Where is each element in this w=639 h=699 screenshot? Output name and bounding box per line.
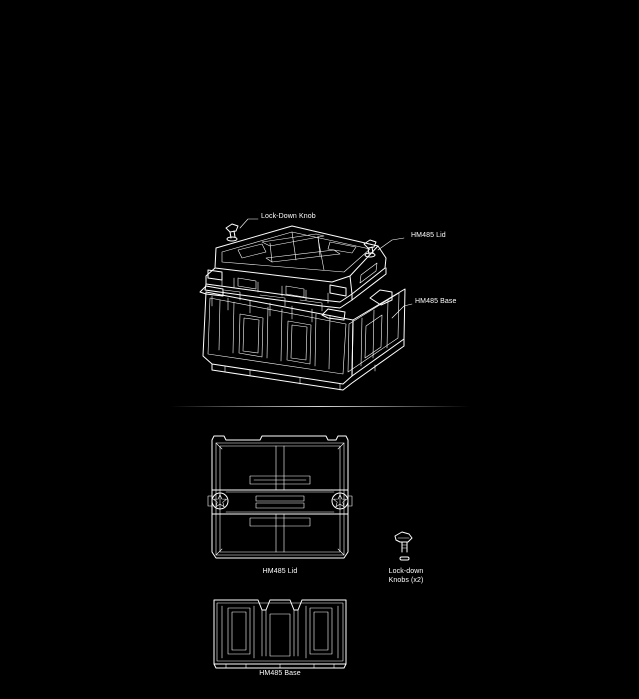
hm485-lid-iso xyxy=(204,225,387,309)
hm485-base-iso xyxy=(199,285,406,391)
leader-knob xyxy=(239,218,259,229)
lid-knob-left xyxy=(211,492,229,510)
label-hm485-base: HM485 Base xyxy=(415,298,457,305)
isometric-assembly xyxy=(199,218,413,391)
caption-hm485-base: HM485 Base xyxy=(259,670,301,677)
hm485-base-front-view xyxy=(213,599,347,669)
lock-down-knob-detail xyxy=(394,531,413,561)
lid-knob-right xyxy=(331,492,349,510)
caption-knobs-line1: Lock-down xyxy=(388,568,424,575)
lock-down-knob-iso-left xyxy=(225,223,239,242)
label-hm485-lid: HM485 Lid xyxy=(411,232,446,239)
label-lock-down-knob: Lock-Down Knob xyxy=(261,213,316,220)
caption-hm485-lid: HM485 Lid xyxy=(262,568,298,575)
caption-knobs-line2: Knobs (x2) xyxy=(388,577,424,584)
leader-lid xyxy=(377,237,405,251)
hm485-lid-top-view xyxy=(207,435,353,559)
lock-down-knob-iso-right xyxy=(363,239,377,258)
section-divider xyxy=(170,406,470,407)
leader-base xyxy=(391,303,413,319)
